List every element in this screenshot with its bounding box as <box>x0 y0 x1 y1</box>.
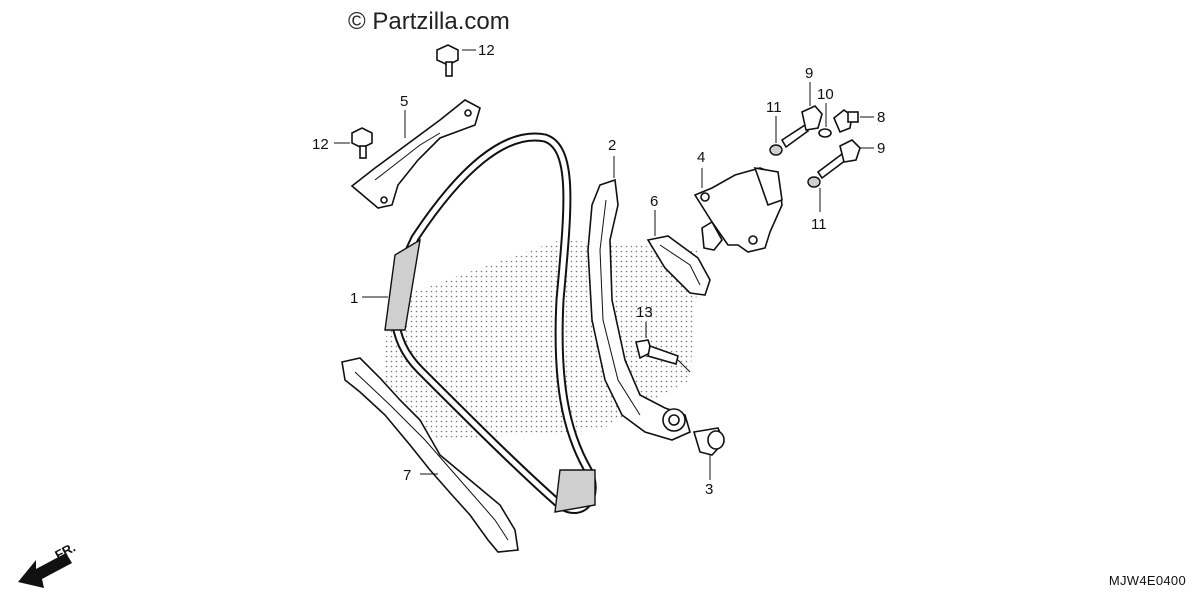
part-6-gasket[interactable] <box>646 235 711 296</box>
callout-9-upper: 9 <box>805 65 813 82</box>
callout-5: 5 <box>400 93 408 110</box>
diagram-code: MJW4E0400 <box>1108 573 1186 588</box>
callout-9-lower: 9 <box>877 140 885 157</box>
part-1-cam-chain[interactable] <box>384 132 597 514</box>
callout-1: 1 <box>350 290 358 307</box>
callout-13: 13 <box>636 304 653 321</box>
part-10-washer[interactable] <box>818 128 832 138</box>
callout-6: 6 <box>650 193 658 210</box>
callout-8: 8 <box>877 109 885 126</box>
part-12-bolt-left[interactable] <box>351 127 373 159</box>
callout-12-upper: 12 <box>478 42 495 59</box>
callout-3: 3 <box>705 481 713 498</box>
part-11-o-ring-upper[interactable] <box>769 144 783 156</box>
leader-lines <box>334 49 874 480</box>
part-7-chain-guide[interactable] <box>341 357 519 553</box>
part-12-bolt-upper[interactable] <box>436 44 459 77</box>
part-2-tensioner-arm[interactable] <box>587 178 691 441</box>
callout-2: 2 <box>608 137 616 154</box>
callout-4: 4 <box>697 149 705 166</box>
callout-10: 10 <box>817 86 834 103</box>
watermark: © Partzilla.com <box>348 8 510 35</box>
part-4-tensioner-lifter[interactable] <box>693 166 783 253</box>
part-9-bolt-upper[interactable] <box>780 105 823 149</box>
part-5-guide-plate[interactable] <box>350 99 481 209</box>
part-8-sealing-bolt[interactable] <box>833 108 859 134</box>
front-direction-arrow: FR. <box>18 540 78 588</box>
callout-11-lower: 11 <box>811 216 827 233</box>
part-9-bolt-lower[interactable] <box>816 139 861 180</box>
part-11-o-ring-lower[interactable] <box>807 176 821 188</box>
part-3-collar[interactable] <box>692 427 725 456</box>
callout-7: 7 <box>403 467 411 484</box>
part-13-bolt[interactable] <box>635 339 679 365</box>
callout-12-left: 12 <box>312 136 329 153</box>
callout-11-upper: 11 <box>766 99 782 116</box>
